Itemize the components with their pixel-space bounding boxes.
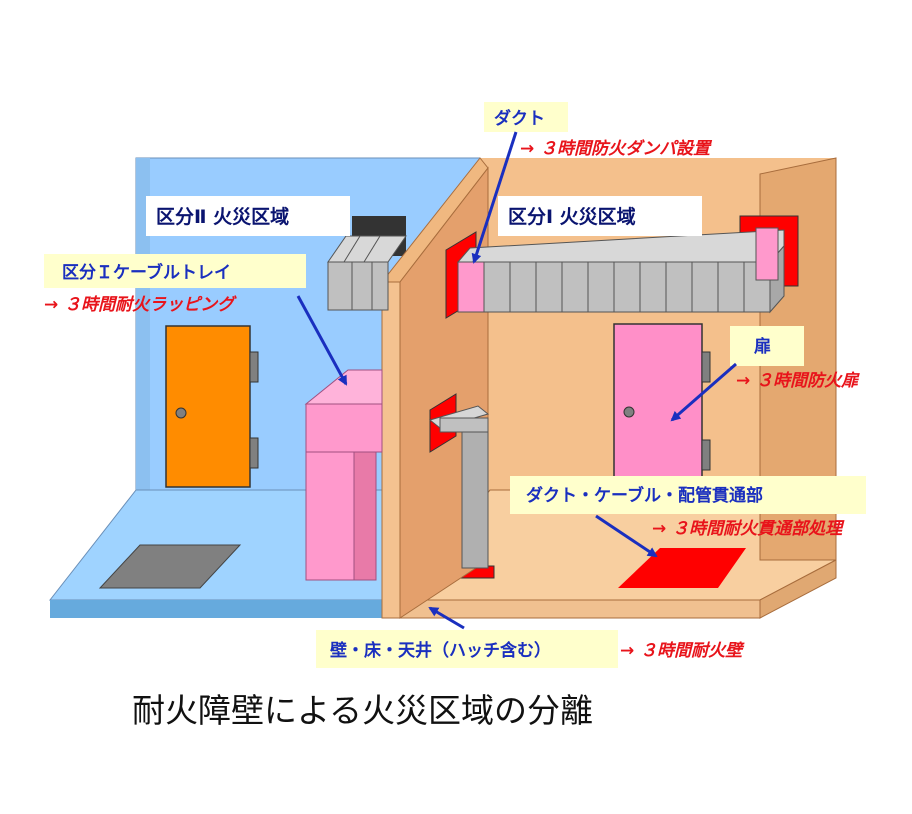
pipe xyxy=(428,405,490,569)
barrier-callout: 壁・床・天井（ハッチ含む） → ３時間耐火壁 xyxy=(316,606,745,668)
zone1-floor-front-side xyxy=(759,559,837,619)
duct-zone2 xyxy=(327,235,407,311)
door-label: 扉 xyxy=(754,336,771,357)
penetration-label: ダクト・ケーブル・配管貫通部 xyxy=(526,485,763,506)
tray-measure: → ３時間耐火ラッピング xyxy=(44,295,237,315)
duct-measure: → ３時間防火ダンパ設置 xyxy=(520,139,713,159)
door-arrow xyxy=(670,362,737,422)
duct-label: ダクト xyxy=(494,108,545,129)
zone2-door xyxy=(165,325,259,488)
zone2-side-wall xyxy=(136,158,150,490)
duct-zone1 xyxy=(456,215,799,314)
barrier-arrow xyxy=(428,606,465,630)
floor-penetration-seal xyxy=(618,548,746,588)
duct-damper-pink-right xyxy=(755,227,779,281)
barrier-edge xyxy=(381,281,401,619)
tray-callout: 区分Ｉケーブルトレイ → ３時間耐火ラッピング xyxy=(44,254,348,386)
penetration-callout: ダクト・ケーブル・配管貫通部 → ３時間耐火貫通部処理 xyxy=(510,476,866,558)
zone1-floor-front xyxy=(399,599,761,619)
cable-tray xyxy=(304,369,383,581)
diagram-caption: 耐火障壁による火災区域の分離 xyxy=(132,691,593,730)
svg-text:区分Ⅱ 火災区域: 区分Ⅱ 火災区域 xyxy=(156,205,289,228)
penetration-measure: → ３時間耐火貫通部処理 xyxy=(652,519,845,539)
door-callout: 扉 → ３時間防火扉 xyxy=(670,326,860,422)
tray-arrow xyxy=(296,295,348,386)
duct-callout: ダクト → ３時間防火ダンパ設置 xyxy=(471,102,713,264)
zone1-door xyxy=(613,323,711,485)
door-measure: → ３時間防火扉 xyxy=(736,371,860,391)
svg-text:区分Ⅰ 火災区域: 区分Ⅰ 火災区域 xyxy=(508,205,636,228)
zone2-floor-front xyxy=(50,600,400,618)
barrier-measure: → ３時間耐火壁 xyxy=(620,641,745,661)
zone2-label: 区分Ⅱ 火災区域 xyxy=(146,196,350,236)
duct-arrow xyxy=(471,131,518,264)
zone1-label: 区分Ⅰ 火災区域 xyxy=(498,196,702,236)
barrier-label: 壁・床・天井（ハッチ含む） xyxy=(330,640,551,661)
zone2-floor-hatch xyxy=(98,544,242,589)
duct-damper-pink xyxy=(457,261,485,313)
penetration-arrow xyxy=(595,514,658,558)
tray-label: 区分Ｉケーブルトレイ xyxy=(62,262,231,283)
